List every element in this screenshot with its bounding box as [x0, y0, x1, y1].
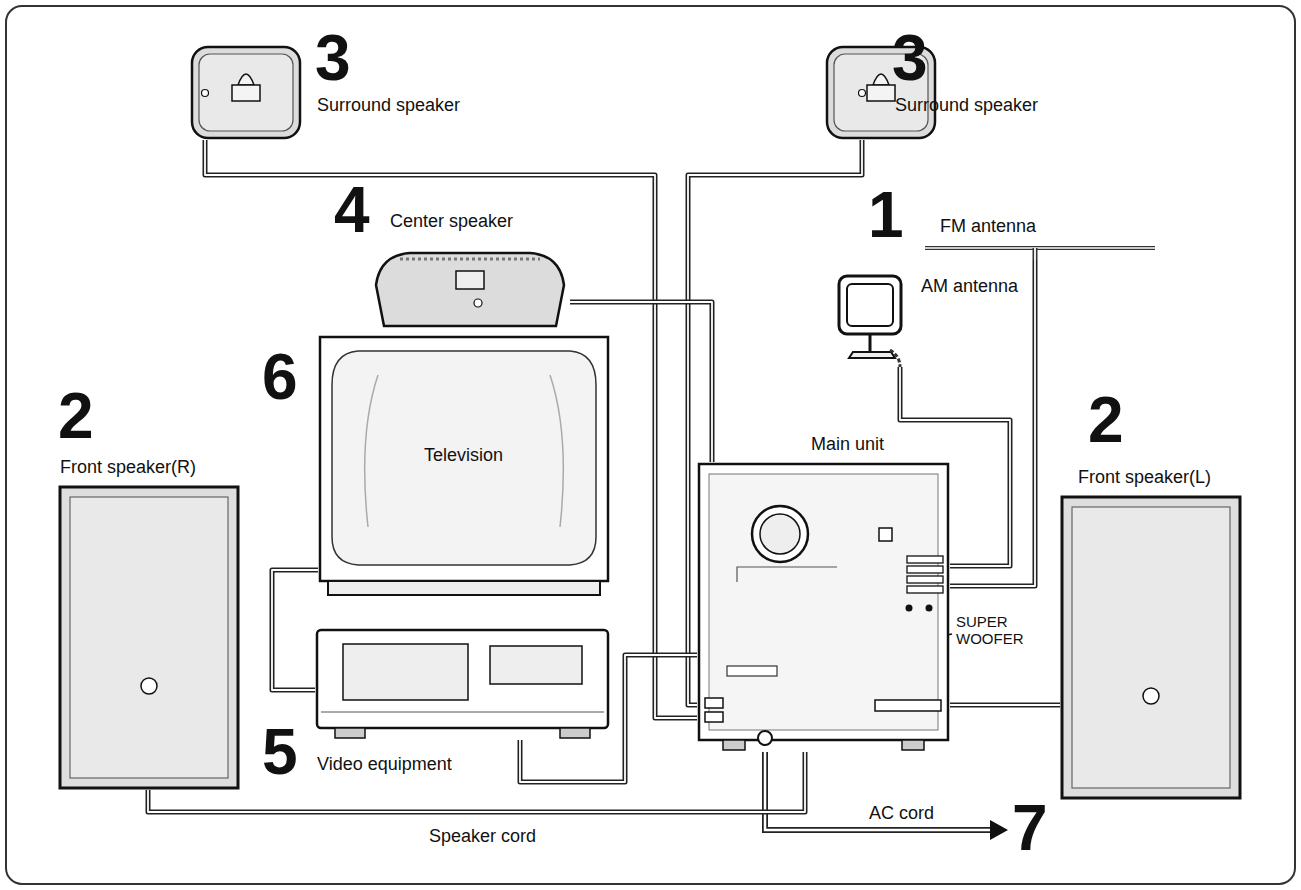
am-antenna: AM antenna	[835, 272, 905, 367]
callout-number: 5	[262, 720, 298, 784]
connection-cord	[272, 570, 318, 690]
node-label: Front speaker(R)	[60, 457, 196, 478]
cord-label: AC cord	[866, 803, 937, 824]
node-label: Surround speaker	[895, 95, 1038, 116]
television-outline	[318, 335, 610, 597]
cord-label: Speaker cord	[426, 826, 539, 847]
node-label: Television	[424, 445, 503, 466]
part-label: SUPER WOOFER	[956, 614, 1038, 647]
callout-number: 3	[892, 26, 928, 90]
node-label: FM antenna	[940, 216, 1036, 237]
center-speaker: Center speaker	[370, 245, 570, 330]
ac-cord	[765, 752, 1008, 840]
surround-speaker-outline	[190, 45, 302, 140]
callout-number: 6	[262, 345, 298, 409]
front-speaker-outline	[58, 485, 240, 790]
front-speaker: Front speaker(R)	[58, 485, 240, 790]
callout-number: 2	[1088, 388, 1124, 452]
callout-number: 2	[58, 384, 94, 448]
front-speaker-outline	[1060, 495, 1242, 800]
video-equipment: Video equipment	[315, 628, 610, 740]
connection-cord	[148, 752, 805, 812]
television: Television	[318, 335, 610, 597]
connection-cord	[950, 260, 1035, 586]
node-label: Video equipment	[317, 754, 452, 775]
main-unit-outline	[697, 462, 950, 752]
outer-frame	[6, 6, 1295, 884]
am-antenna-outline	[835, 272, 905, 367]
callout-number: 7	[1012, 796, 1048, 860]
main-unit: Main unit	[697, 462, 950, 752]
front-speaker: Front speaker(L)	[1060, 495, 1242, 800]
callout-number: 3	[315, 26, 351, 90]
center-speaker-outline	[370, 245, 570, 330]
video-equipment-outline	[315, 628, 610, 740]
node-label: Front speaker(L)	[1078, 467, 1211, 488]
callout-number: 4	[334, 178, 370, 242]
node-label: AM antenna	[921, 276, 1018, 297]
fm-antenna: FM antenna	[925, 216, 1155, 260]
connection-cord	[950, 705, 1060, 706]
callout-number: 1	[868, 183, 904, 247]
surround-speaker: Surround speaker	[190, 45, 302, 140]
node-label: Surround speaker	[317, 95, 460, 116]
node-label: Main unit	[811, 434, 884, 455]
node-label: Center speaker	[390, 211, 513, 232]
